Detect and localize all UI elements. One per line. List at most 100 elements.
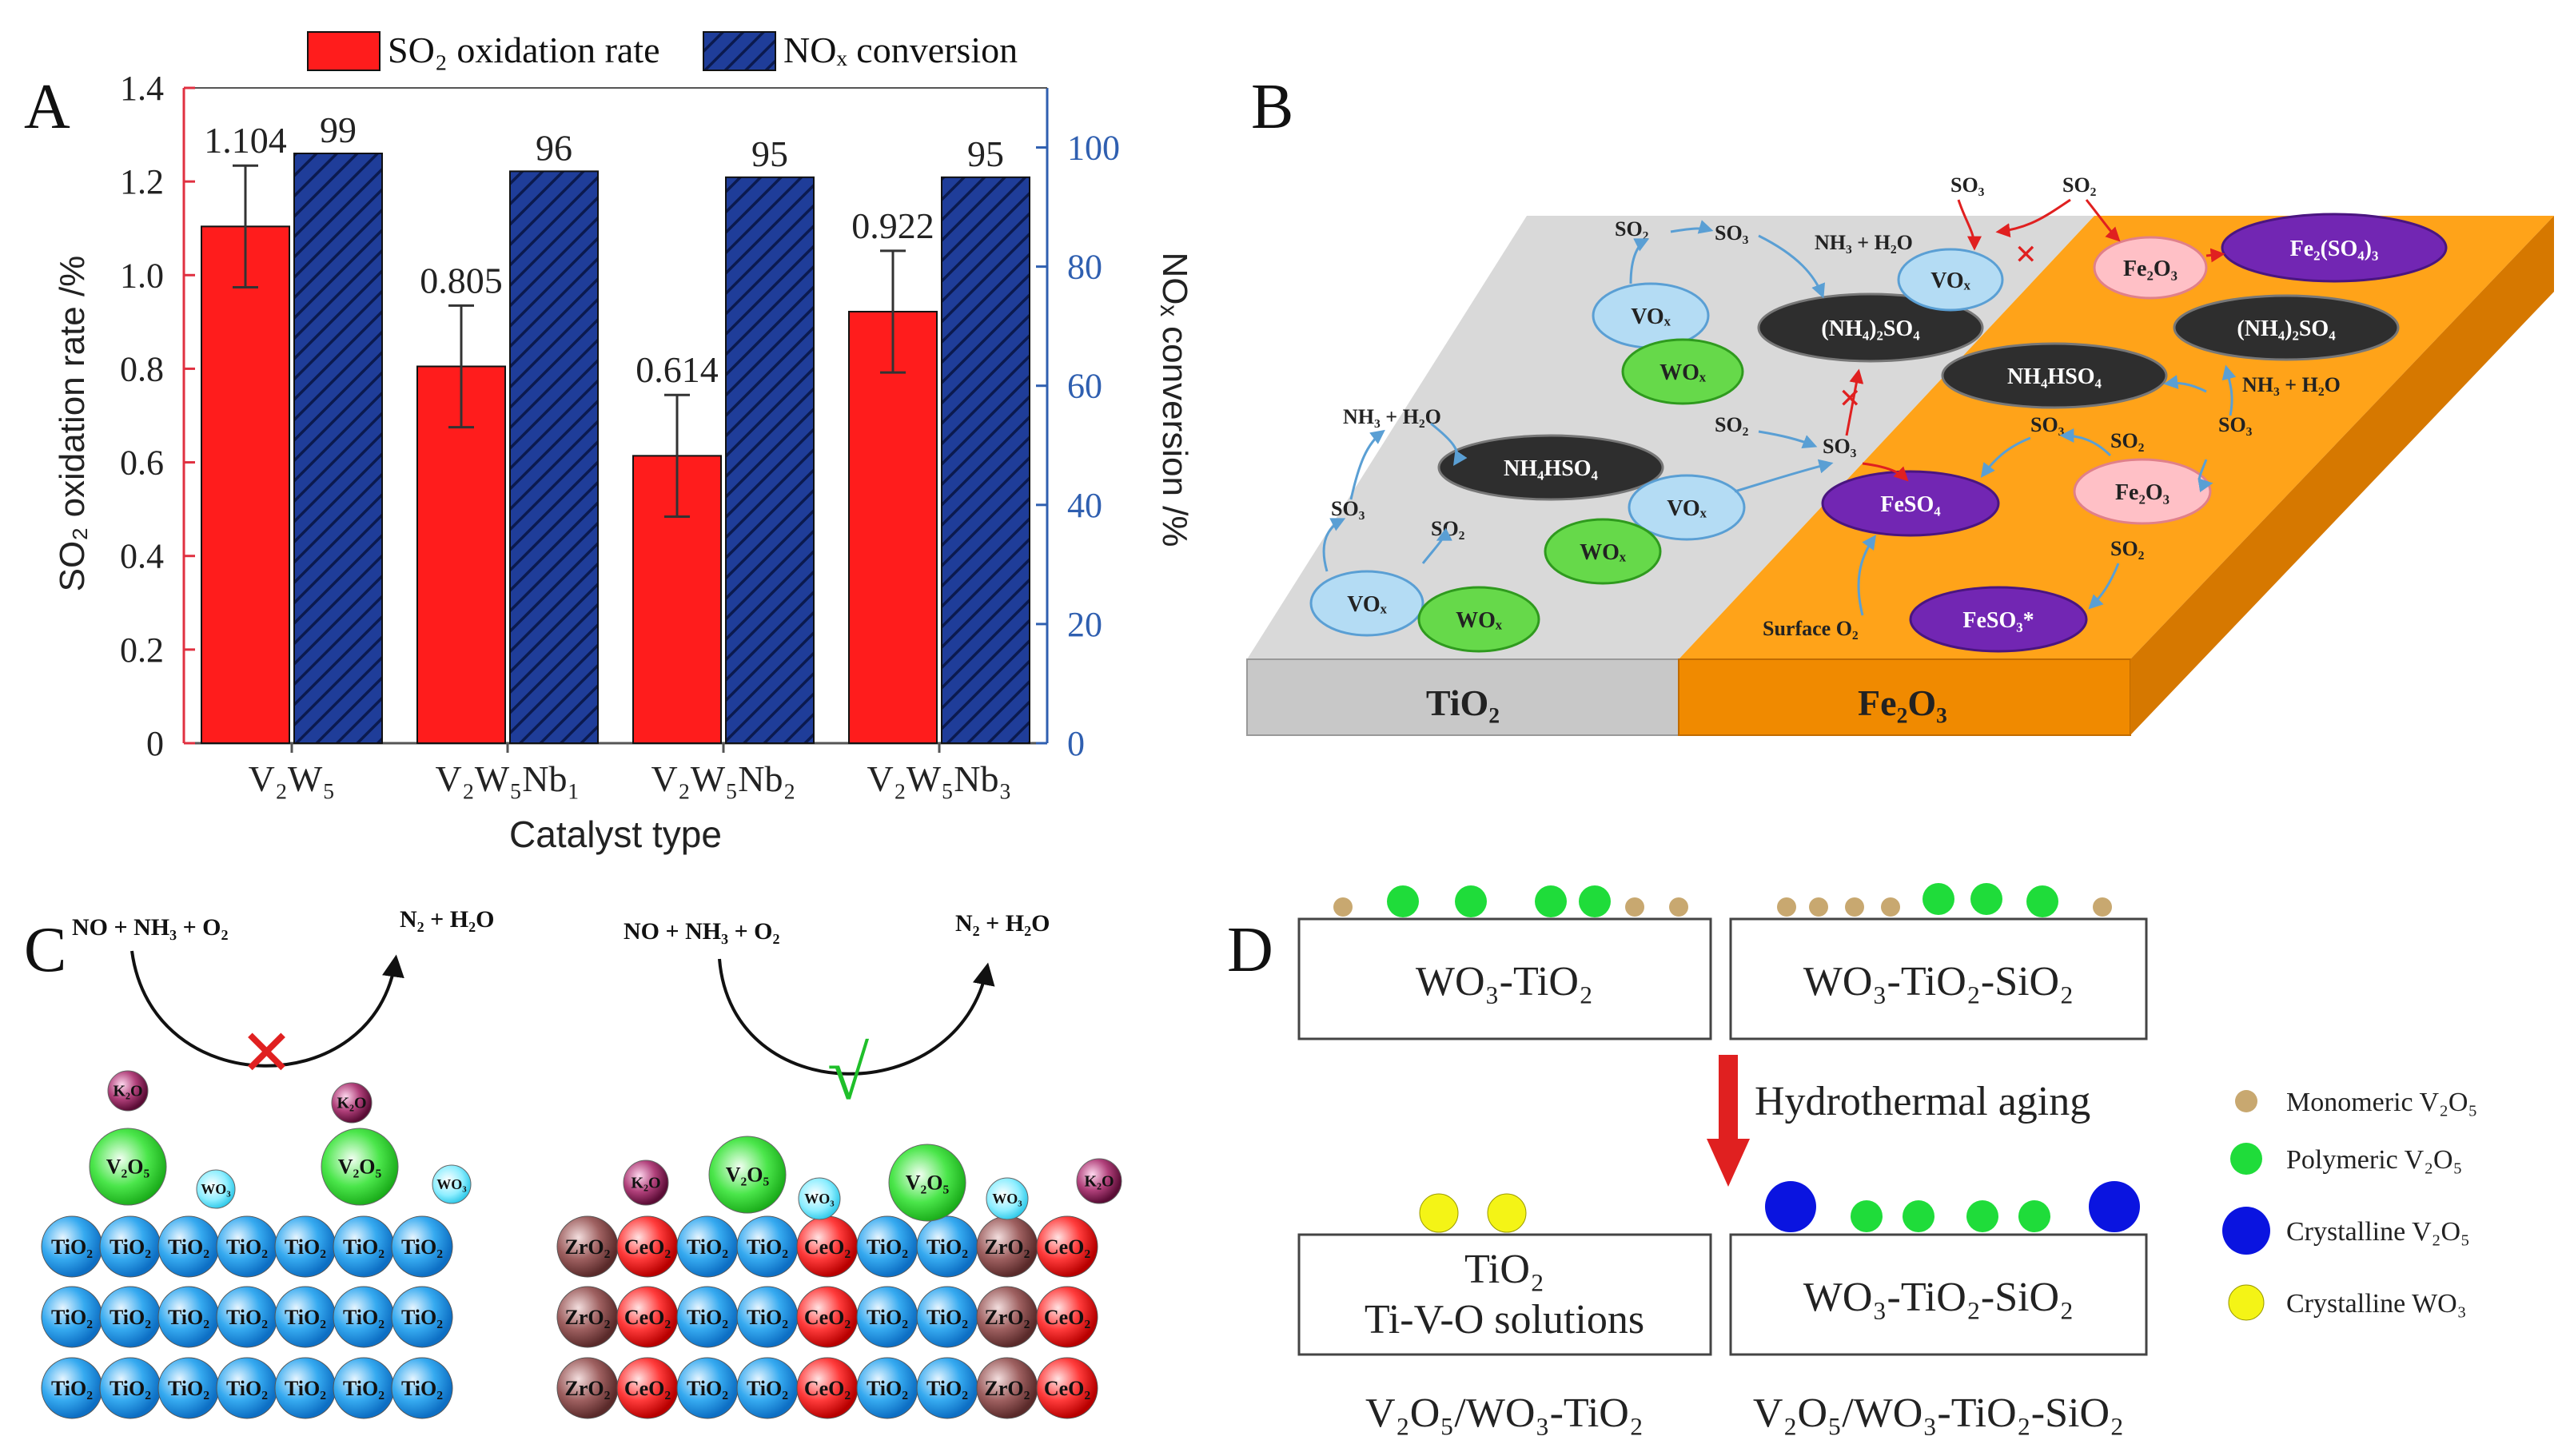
monomeric-dot — [2093, 897, 2112, 917]
wo3-sphere: WO₃ — [432, 1164, 472, 1204]
tio2-sphere-label: TiO₂ — [168, 1306, 209, 1329]
arrow-b-12 — [1957, 199, 1982, 251]
tio2-sphere-label: TiO₂ — [51, 1235, 93, 1259]
legend-swatch-so2 — [307, 31, 381, 71]
x-tick-label: V₂W₅Nb₃ — [867, 758, 1012, 799]
ceo2-sphere-label: CeO₂ — [804, 1377, 851, 1400]
polymeric-dot — [1455, 885, 1487, 917]
cross-mark-b-1: ✕ — [2014, 240, 2038, 270]
bar-nox — [941, 176, 1030, 744]
tio2-sphere: TiO₂ — [216, 1215, 278, 1278]
box-wo3-tio2-sio2-top-label: WO₃-TiO₂-SiO₂ — [1803, 959, 2074, 1004]
legend-dot-polymeric — [2230, 1143, 2262, 1175]
zro2-sphere: ZrO₂ — [976, 1286, 1038, 1348]
tio2-sphere: TiO₂ — [676, 1215, 739, 1278]
arrow-b-1 — [1322, 518, 1346, 572]
tio2-species: VOₓ WOₓ NH₄HSO₄ VOₓ WOₓ VOₓ WOₓ (NH₄)₂SO… — [1309, 248, 2004, 653]
v2o5-sphere: V₂O₅ — [888, 1144, 966, 1222]
legend-label-polymeric: Polymeric V₂O₅ — [2286, 1145, 2462, 1175]
tio2-sphere-label: TiO₂ — [285, 1306, 326, 1329]
bar-label-nox: 95 — [751, 133, 788, 174]
label-surface-o2: Surface O₂ — [1763, 617, 1859, 640]
y-tick-label-right: 0 — [1067, 724, 1085, 763]
legend-swatch-nox — [703, 31, 776, 71]
tio2-slab-front — [1246, 658, 1679, 736]
v2o5-sphere: V₂O₅ — [321, 1128, 399, 1206]
tio2-sphere-label: TiO₂ — [926, 1377, 968, 1400]
tio2-sphere: TiO₂ — [41, 1286, 103, 1348]
tio2-sphere-label: TiO₂ — [687, 1306, 728, 1329]
zro2-sphere-label: ZrO₂ — [985, 1306, 1030, 1329]
monomeric-dot — [1809, 897, 1828, 917]
x-tick-label: V₂W₅Nb₁ — [436, 758, 580, 799]
ceo2-sphere-label: CeO₂ — [804, 1235, 851, 1259]
cross-mark-b-2: ✕ — [1839, 384, 1862, 414]
tio2-sphere-label: TiO₂ — [226, 1377, 268, 1400]
left-reaction-arc — [130, 950, 404, 1068]
k2o-sphere: K₂O — [623, 1160, 669, 1206]
label-so2-3: SO₂ — [2062, 173, 2097, 197]
tio2-sphere: TiO₂ — [99, 1357, 161, 1419]
label-so2-1: SO₂ — [1431, 517, 1465, 540]
fe2o3-oval-label-1: Fe₂O₃ — [2123, 257, 2178, 281]
nh4so4-label-2: (NH₄)₂SO₄ — [2237, 316, 2336, 341]
bar-nox — [725, 176, 815, 744]
tio2-sphere: TiO₂ — [216, 1286, 278, 1348]
arrow-b-11 — [1845, 368, 1864, 436]
polymeric-dot — [1922, 883, 1954, 915]
k2o-sphere-label: K₂O — [337, 1095, 366, 1112]
tio2-sphere-label: TiO₂ — [401, 1306, 443, 1329]
legend-label-nox: NOₓ conversion — [783, 30, 1018, 70]
panel-c-label: C — [24, 915, 66, 985]
bar-label-nox: 99 — [320, 109, 357, 150]
panel-a-label: A — [24, 72, 70, 142]
label-so3-6: SO₃ — [2218, 413, 2253, 436]
zro2-sphere-label: ZrO₂ — [985, 1235, 1030, 1259]
y-tick-label-left: 0.2 — [120, 631, 164, 670]
panel-a: A SO₂ oxidation rate NOₓ conversion 00.2… — [24, 30, 1194, 855]
left-products: N₂ + H₂O — [400, 906, 494, 933]
arrow-b-9 — [1734, 459, 1834, 493]
x-tick-label: V₂W₅ — [249, 758, 336, 799]
arrow-b-3 — [1430, 422, 1468, 466]
tio2-sphere-label: TiO₂ — [51, 1306, 93, 1329]
tio2-sphere-label: TiO₂ — [285, 1235, 326, 1259]
ceo2-sphere: CeO₂ — [616, 1286, 679, 1348]
tio2-sphere: TiO₂ — [736, 1215, 799, 1278]
box-wo3-tio2-label: WO₃-TiO₂ — [1416, 959, 1593, 1004]
tio2-sphere-label: TiO₂ — [343, 1306, 384, 1329]
label-nh3-h2o-3: NH₃ + H₂O — [2242, 373, 2341, 396]
tio2-sphere: TiO₂ — [391, 1357, 453, 1419]
wo3-sphere: WO₃ — [196, 1169, 236, 1209]
right-products: N₂ + H₂O — [955, 910, 1050, 937]
y-tick-label-left: 0 — [146, 724, 164, 763]
tio2-sphere-label: TiO₂ — [110, 1377, 151, 1400]
y-tick-label-right: 100 — [1067, 129, 1120, 168]
tio2-sphere-label: TiO₂ — [867, 1235, 908, 1259]
panel-c: C NO + NH₃ + O₂ N₂ + H₂O ✕ NO + NH₃ + O₂… — [24, 906, 1122, 1419]
arrow-b-15 — [2205, 248, 2225, 263]
y-tick-label-right: 20 — [1067, 605, 1102, 644]
tio2-sphere: TiO₂ — [856, 1215, 918, 1278]
tio2-sphere: TiO₂ — [391, 1215, 453, 1278]
caption-1: V₂O₅/WO₃-TiO₂ — [1365, 1390, 1644, 1436]
tio2-sphere: TiO₂ — [274, 1286, 337, 1348]
arrow-b-7 — [1758, 234, 1826, 299]
tio2-sphere: TiO₂ — [676, 1286, 739, 1348]
tio2-sphere-label: TiO₂ — [687, 1377, 728, 1400]
tio2-sphere-label: TiO₂ — [226, 1235, 268, 1259]
fe2o3-slab-front — [1678, 658, 2131, 736]
tio2-sphere-label: TiO₂ — [747, 1377, 788, 1400]
label-so3-4: SO₃ — [1823, 435, 1857, 458]
k2o-sphere-label: K₂O — [1084, 1173, 1114, 1191]
polymeric-dot — [1970, 883, 2002, 915]
arrow-b-5 — [1629, 238, 1650, 284]
label-so2-6: SO₂ — [2110, 537, 2145, 560]
left-reactants: NO + NH₃ + O₂ — [72, 914, 229, 941]
arrow-b-8 — [1758, 430, 1818, 449]
wox-oval-2 — [1544, 518, 1662, 585]
tio2-sphere: TiO₂ — [916, 1286, 978, 1348]
box-wo3-tio2-sio2-top — [1729, 917, 2148, 1040]
